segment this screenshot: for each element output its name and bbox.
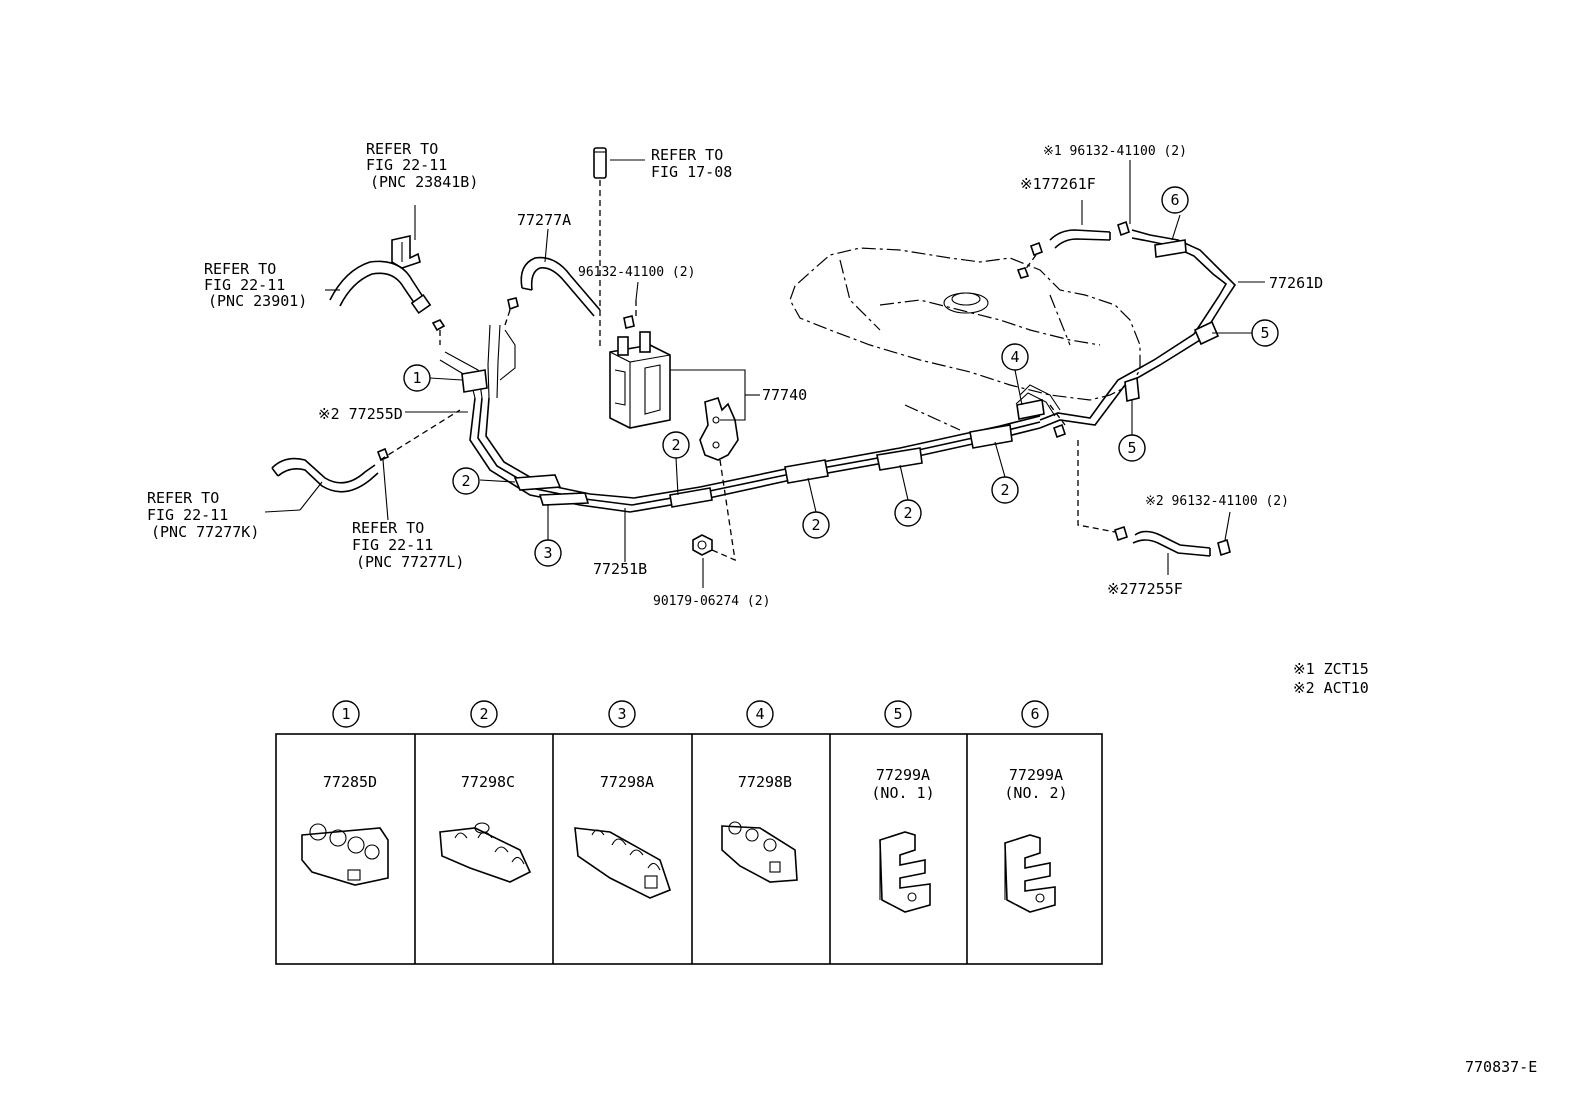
table-header-5: 5 bbox=[884, 700, 912, 728]
fuel-tank-outline bbox=[789, 247, 1141, 431]
charcoal-canister bbox=[609, 331, 671, 429]
table-part-4: 77298B bbox=[738, 773, 792, 791]
note-zct15: ※1 ZCT15 bbox=[1293, 660, 1369, 678]
callout-5-a: 5 bbox=[1251, 319, 1279, 347]
canister-bracket bbox=[699, 397, 739, 461]
callout-6: 6 bbox=[1161, 186, 1189, 214]
nut-90179 bbox=[692, 534, 713, 556]
refer-23901-line3: (PNC 23901) bbox=[208, 292, 307, 310]
table-sub-6: (NO. 2) bbox=[1004, 784, 1067, 802]
hose-77277a bbox=[520, 256, 601, 317]
svg-text:3: 3 bbox=[543, 544, 552, 562]
callout-2-e: 2 bbox=[991, 476, 1019, 504]
note-act10: ※2 ACT10 bbox=[1293, 679, 1369, 697]
hose-clips bbox=[376, 220, 1231, 557]
label-77261d: 77261D bbox=[1269, 274, 1323, 292]
svg-text:2: 2 bbox=[903, 504, 912, 522]
callout-2-d: 2 bbox=[894, 499, 922, 527]
svg-text:5: 5 bbox=[1127, 439, 1136, 457]
svg-text:6: 6 bbox=[1170, 191, 1179, 209]
table-part-3: 77298A bbox=[600, 773, 654, 791]
vent-pipe bbox=[593, 147, 607, 179]
callout-1: 1 bbox=[403, 364, 431, 392]
label-90179: 90179-06274 (2) bbox=[653, 594, 770, 609]
table-header-3: 3 bbox=[608, 700, 636, 728]
svg-text:2: 2 bbox=[461, 472, 470, 490]
refer-77277l-line1: REFER TO bbox=[352, 519, 424, 537]
label-77277a: 77277A bbox=[517, 211, 571, 229]
label-77255d: ※2 77255D bbox=[318, 405, 403, 423]
svg-text:2: 2 bbox=[479, 705, 488, 723]
dashed-guides bbox=[379, 180, 1116, 562]
label-77261f: ※177261F bbox=[1020, 175, 1096, 193]
label-96132-r2: ※2 96132-41100 (2) bbox=[1145, 494, 1289, 509]
table-header-2: 2 bbox=[470, 700, 498, 728]
refer-23901-line1: REFER TO bbox=[204, 260, 276, 278]
figure-id: 770837-E bbox=[1465, 1058, 1537, 1076]
refer-77277l-line2: FIG 22-11 bbox=[352, 536, 433, 554]
table-part-6: 77299A bbox=[1009, 766, 1063, 784]
refer-77277k-line2: FIG 22-11 bbox=[147, 506, 228, 524]
label-77740: 77740 bbox=[762, 386, 807, 404]
clamp-77285d-drawing bbox=[301, 823, 389, 886]
refer-77277l-line3: (PNC 77277L) bbox=[356, 553, 464, 571]
refer-77277k-line1: REFER TO bbox=[147, 489, 219, 507]
refer-77277k-line3: (PNC 77277K) bbox=[151, 523, 259, 541]
refer-23841b-line1: REFER TO bbox=[366, 140, 438, 158]
bracket-23841b bbox=[391, 235, 421, 269]
svg-text:4: 4 bbox=[1010, 348, 1019, 366]
callout-4: 4 bbox=[1001, 343, 1029, 371]
callout-2-b: 2 bbox=[662, 431, 690, 459]
table-part-5: 77299A bbox=[876, 766, 930, 784]
clamp-77299a-no1-drawing bbox=[879, 831, 931, 913]
clamp-77298c-drawing bbox=[439, 822, 532, 883]
fuel-line-bundle bbox=[439, 324, 1041, 513]
hose-77261f bbox=[1049, 229, 1111, 249]
clamp-parts-table: 1 2 3 4 5 6 77285D 77298C 77298A 77298B … bbox=[275, 700, 1103, 965]
callout-2-a: 2 bbox=[452, 467, 480, 495]
svg-text:1: 1 bbox=[341, 705, 350, 723]
svg-text:4: 4 bbox=[755, 705, 764, 723]
table-header-1: 1 bbox=[332, 700, 360, 728]
table-header-4: 4 bbox=[746, 700, 774, 728]
svg-text:3: 3 bbox=[617, 705, 626, 723]
svg-text:2: 2 bbox=[811, 516, 820, 534]
label-77255f: ※277255F bbox=[1107, 580, 1183, 598]
svg-text:6: 6 bbox=[1030, 705, 1039, 723]
callout-3: 3 bbox=[534, 539, 562, 567]
refer-1708-line2: FIG 17-08 bbox=[651, 163, 732, 181]
callout-5-b: 5 bbox=[1118, 434, 1146, 462]
clamp-77298a-drawing bbox=[574, 827, 671, 899]
svg-text:5: 5 bbox=[893, 705, 902, 723]
diagram-labels: REFER TO FIG 22-11 (PNC 23841B) REFER TO… bbox=[147, 140, 1537, 1076]
table-part-2: 77298C bbox=[461, 773, 515, 791]
table-part-1: 77285D bbox=[323, 773, 377, 791]
label-77251b: 77251B bbox=[593, 560, 647, 578]
svg-text:2: 2 bbox=[671, 436, 680, 454]
refer-1708-line1: REFER TO bbox=[651, 146, 723, 164]
hose-23901 bbox=[329, 260, 432, 315]
table-sub-5: (NO. 1) bbox=[871, 784, 934, 802]
hose-77255f bbox=[1132, 530, 1211, 557]
callout-2-c: 2 bbox=[802, 511, 830, 539]
leader-lines bbox=[264, 159, 1265, 588]
clamp-77299a-no2-drawing bbox=[1004, 834, 1056, 913]
clamp-77298b-drawing bbox=[721, 821, 798, 883]
svg-text:1: 1 bbox=[412, 369, 421, 387]
refer-23901-line2: FIG 22-11 bbox=[204, 276, 285, 294]
svg-text:2: 2 bbox=[1000, 481, 1009, 499]
label-96132-r1: ※1 96132-41100 (2) bbox=[1043, 144, 1187, 159]
label-96132-top: 96132-41100 (2) bbox=[578, 265, 695, 280]
table-header-6: 6 bbox=[1021, 700, 1049, 728]
refer-23841b-line3: (PNC 23841B) bbox=[370, 173, 478, 191]
refer-23841b-line2: FIG 22-11 bbox=[366, 156, 447, 174]
hose-77277k bbox=[271, 457, 379, 493]
diagram-callouts: 1 2 2 2 2 2 3 4 bbox=[403, 186, 1279, 567]
svg-text:5: 5 bbox=[1260, 324, 1269, 342]
line-clamps bbox=[461, 239, 1220, 508]
